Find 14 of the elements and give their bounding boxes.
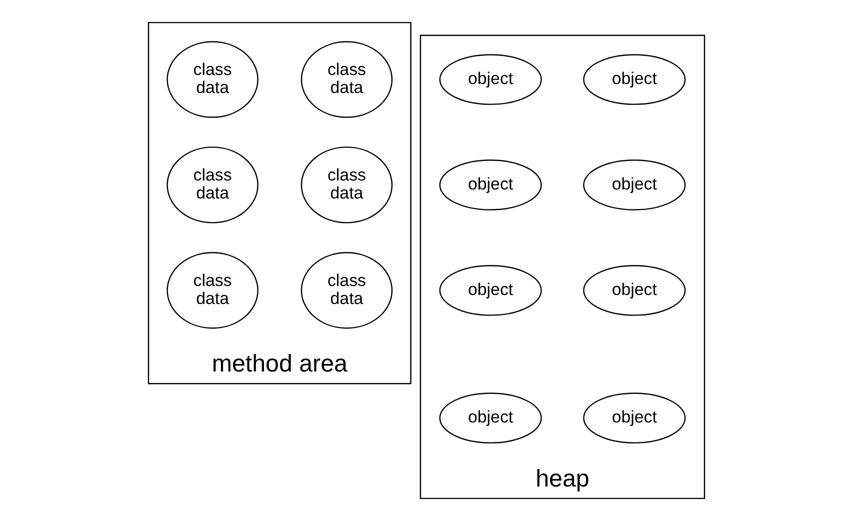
node-ellipse: object: [439, 160, 542, 210]
node-ellipse: class data: [300, 41, 393, 118]
node-ellipse: class data: [166, 252, 258, 329]
node-ellipse: object: [583, 392, 686, 444]
node-ellipse: object: [439, 392, 542, 444]
node-ellipse: object: [583, 265, 686, 316]
node-ellipse: object: [439, 54, 542, 105]
node-ellipse: class data: [166, 41, 258, 118]
node-ellipse: object: [583, 160, 686, 210]
node-ellipse: object: [583, 54, 686, 105]
node-ellipse: class data: [166, 146, 258, 224]
node-ellipse: object: [439, 265, 542, 316]
node-ellipse: class data: [300, 146, 393, 224]
node-ellipse: class data: [300, 252, 393, 329]
